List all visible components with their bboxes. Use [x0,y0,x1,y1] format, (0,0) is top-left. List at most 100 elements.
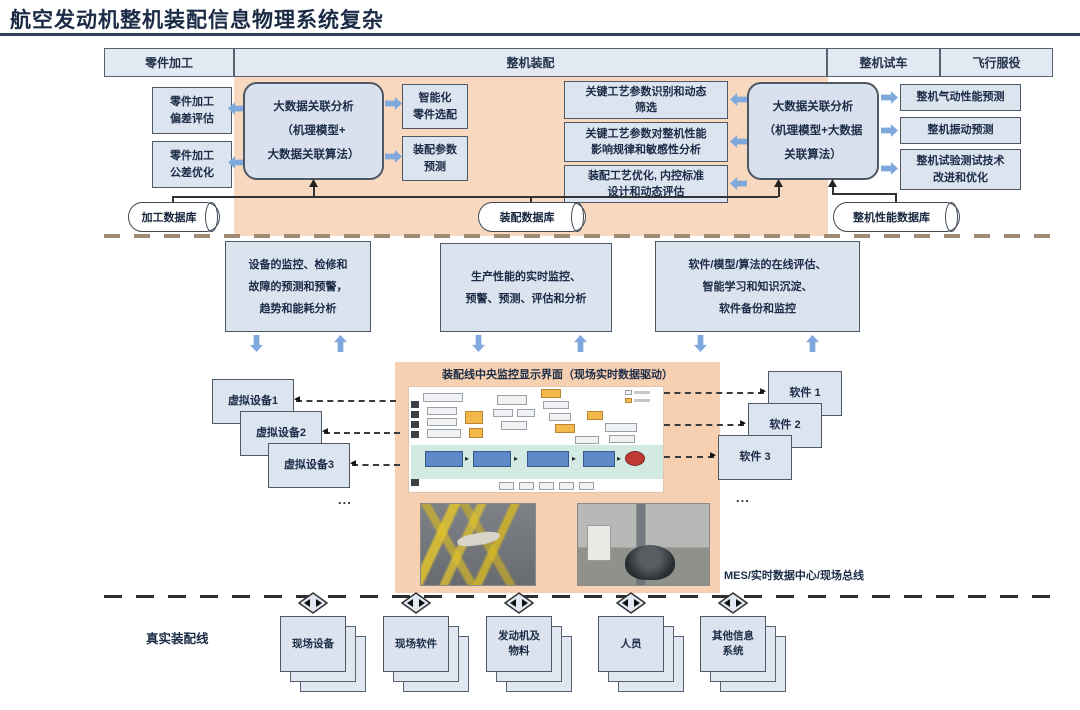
mes-bus-label: MES/实时数据中心/现场总线 [724,570,864,582]
software-evaluation-box: 软件/模型/算法的在线评估、 智能学习和知识沉淀、 软件备份和监控 [655,241,860,332]
db-connector-line [172,196,174,203]
arrow-down-icon [694,335,707,352]
phase-header-parts: 零件加工 [104,48,234,77]
arrow-up-tip-icon [828,179,837,187]
mini-flow-node-orange [469,428,483,438]
mini-flow-node [427,429,461,438]
mini-legend-swatch [625,390,632,395]
real-assembly-line-label: 真实装配线 [146,632,209,646]
mini-flow-node [579,482,594,490]
upper-dashed-divider [104,234,1060,238]
key-parameter-id-box: 关键工艺参数识别和动态 筛选 [564,81,728,119]
arrowhead-left-icon: ◄ [292,394,302,405]
ellipsis-left: ... [338,492,352,507]
engine-material-stack: 发动机及 物料 [486,616,586,696]
mini-flow-node [423,393,463,402]
mini-arrow-icon: ▸ [514,454,519,463]
diamond-connector-icon [718,592,748,614]
diamond-connector-icon [298,592,328,614]
virtual-device-2-box: 虚拟设备2 [240,411,322,456]
software-link: ► [664,451,718,461]
mini-flow-node [549,413,571,421]
arrow-up-tip-icon [774,179,783,187]
mini-legend-bar [634,391,650,394]
db-connector-line [313,183,315,197]
db-connector-line [832,193,895,195]
arrow-down-icon [472,335,485,352]
virtual-device-link: ◄ [320,427,400,437]
assembly-simulation-photo [420,503,536,586]
mini-flow-node-orange [555,424,575,433]
mini-flow-node [517,409,535,417]
parts-deviation-box: 零件加工 偏差评估 [152,87,232,134]
mini-flow-node [519,482,534,490]
arrowhead-right-icon: ► [708,450,718,461]
mini-station-node [425,451,463,467]
central-display-title: 装配线中央监控显示界面（现场实时数据驱动） [442,369,673,381]
mini-legend-bar [634,399,650,402]
mini-flow-node [575,436,599,444]
engine-material-box: 发动机及 物料 [486,616,552,672]
software-link: ► [664,419,748,429]
monitoring-screen: ▸ ▸ ▸ ▸ [408,386,664,493]
parts-tolerance-box: 零件加工 公差优化 [152,141,232,188]
mini-flow-node [605,423,637,432]
mini-flow-node-orange [465,411,483,424]
fieldbus-dashed-line [104,595,1060,598]
phase-header-assembly: 整机装配 [234,48,827,77]
workshop-photo [577,503,710,586]
arrow-right-icon [881,124,898,137]
mini-flow-node [493,409,513,417]
title-underline [0,33,1080,36]
mini-flow-node [427,407,457,415]
mini-station-node [473,451,511,467]
arrowhead-right-icon: ► [738,418,748,429]
mini-flow-node [539,482,554,490]
mini-flow-node [559,482,574,490]
personnel-box: 人员 [598,616,664,672]
mini-flow-node-orange [587,411,603,420]
assembly-parameter-prediction-box: 装配参数 预测 [402,136,468,181]
arrowhead-left-icon: ◄ [348,458,358,469]
field-equipment-box: 现场设备 [280,616,346,672]
arrow-up-icon [806,335,819,352]
mini-legend-block [411,411,419,418]
diamond-connector-icon [504,592,534,614]
arrowhead-left-icon: ◄ [320,426,330,437]
mini-flow-node-orange [541,389,561,398]
mini-arrow-icon: ▸ [572,454,577,463]
db-connector-line [530,196,532,203]
field-software-stack: 现场软件 [383,616,483,696]
phase-header-test: 整机试车 [827,48,940,77]
mini-legend-block [411,431,419,438]
mini-flow-node [543,401,569,409]
key-parameter-sensitivity-box: 关键工艺参数对整机性能 影响规律和敏感性分析 [564,122,728,162]
mini-legend-block [411,479,419,486]
diamond-connector-icon [616,592,646,614]
mini-flow-node [499,482,514,490]
field-equipment-stack: 现场设备 [280,616,380,696]
mini-arrow-icon: ▸ [617,454,622,463]
field-software-box: 现场软件 [383,616,449,672]
smart-part-matching-box: 智能化 零件选配 [402,84,468,129]
virtual-device-3-box: 虚拟设备3 [268,443,350,488]
aero-performance-box: 整机气动性能预测 [900,84,1021,111]
mini-station-node [527,451,569,467]
production-monitoring-box: 生产性能的实时监控、 预警、预测、评估和分析 [440,243,612,332]
diamond-connector-icon [401,592,431,614]
test-tech-improvement-box: 整机试验测试技术 改进和优化 [900,149,1021,190]
arrowhead-right-icon: ► [758,386,768,397]
mini-arrow-icon: ▸ [465,454,470,463]
arrow-down-icon [250,335,263,352]
other-systems-stack: 其他信息 系统 [700,616,800,696]
arrow-right-icon [881,162,898,175]
db-connector-line [172,196,778,198]
mini-legend-block [411,401,419,408]
bigdata-analysis-left-box: 大数据关联分析 （机理模型+ 大数据关联算法） [243,82,384,180]
mini-flow-node [427,418,457,426]
mini-legend-swatch [625,398,632,403]
other-systems-box: 其他信息 系统 [700,616,766,672]
db-connector-line [895,193,897,203]
software-3-box: 软件 3 [718,435,792,480]
